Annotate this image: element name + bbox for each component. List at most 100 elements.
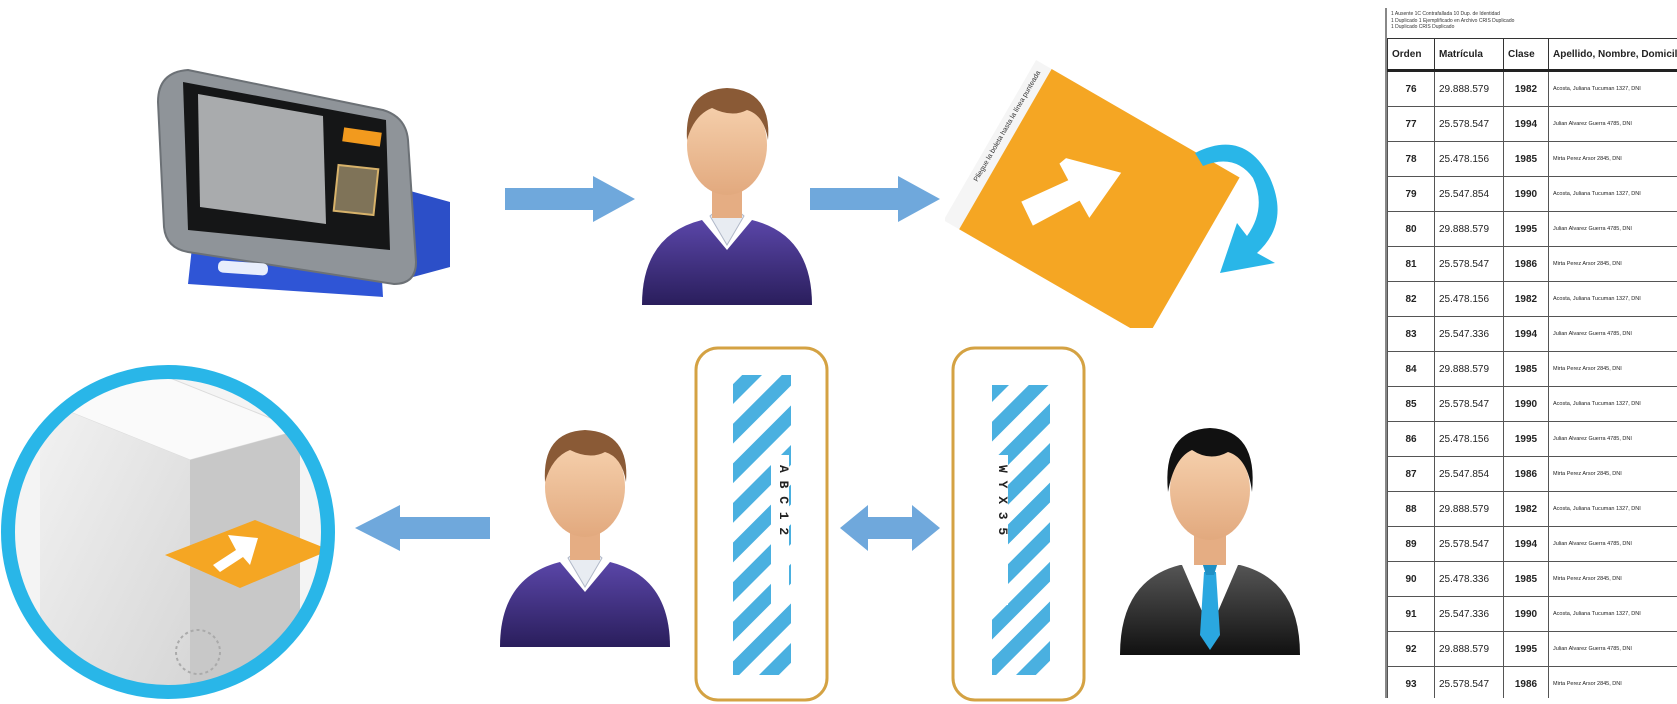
cell-matricula: 25.478.156 (1434, 281, 1504, 317)
cell-clase: 1982 (1503, 281, 1549, 317)
cell-matricula: 25.547.854 (1434, 456, 1504, 492)
cell-nombre: Mirta Perez Arsor 2845, DNI (1548, 141, 1677, 177)
cell-matricula: 25.578.547 (1434, 526, 1504, 562)
cell-nombre: Mirta Perez Arsor 2845, DNI (1548, 666, 1677, 698)
cell-matricula: 25.578.547 (1434, 106, 1504, 142)
cell-matricula: 29.888.579 (1434, 70, 1504, 107)
cell-orden: 91 (1387, 596, 1435, 632)
register-table: Orden Matrícula Clase Apellido, Nombre, … (1387, 38, 1677, 698)
cell-nombre: Mirta Perez Arsor 2845, DNI (1548, 561, 1677, 597)
ballot-stub: A B C 1 2 (693, 345, 830, 703)
cell-clase: 1986 (1503, 246, 1549, 282)
cell-clase: 1985 (1503, 351, 1549, 387)
cell-nombre: Julian Alvarez Guerra 4785, DNI (1548, 106, 1677, 142)
voting-machine (128, 62, 450, 302)
cell-orden: 88 (1387, 491, 1435, 527)
poll-official-figure (1110, 400, 1310, 660)
legend-line: 1 Duplicado 1 Ejemplificado en Archivo C… (1391, 18, 1515, 24)
voter-figure (632, 60, 822, 310)
cell-orden: 86 (1387, 421, 1435, 457)
cell-orden: 81 (1387, 246, 1435, 282)
cell-nombre: Mirta Perez Arsor 2845, DNI (1548, 351, 1677, 387)
arrow-bidirectional-icon (840, 505, 940, 551)
cell-orden: 76 (1387, 70, 1435, 107)
cell-nombre: Julian Alvarez Guerra 4785, DNI (1548, 421, 1677, 457)
cell-matricula: 29.888.579 (1434, 211, 1504, 247)
cell-matricula: 29.888.579 (1434, 351, 1504, 387)
column-header: Matrícula (1434, 38, 1504, 72)
cell-orden: 77 (1387, 106, 1435, 142)
cell-clase: 1994 (1503, 526, 1549, 562)
cell-clase: 1986 (1503, 456, 1549, 492)
cell-matricula: 25.478.156 (1434, 141, 1504, 177)
voter-figure (490, 402, 680, 652)
cell-clase: 1982 (1503, 491, 1549, 527)
cell-nombre: Mirta Perez Arsor 2845, DNI (1548, 456, 1677, 492)
cell-matricula: 25.478.156 (1434, 421, 1504, 457)
ballot: Pliegue la boleta hasta la línea puntead… (945, 58, 1315, 328)
legend-line: 1 Ausente 1C Contrafallada 10 Dup. de Id… (1391, 11, 1500, 17)
legend-line: 1 Duplicado CRIS Duplicado (1391, 24, 1455, 30)
cell-matricula: 25.578.547 (1434, 666, 1504, 698)
cell-orden: 82 (1387, 281, 1435, 317)
column-header: Clase (1503, 38, 1549, 72)
cell-clase: 1994 (1503, 106, 1549, 142)
arrow-right-icon (505, 176, 635, 222)
cell-nombre: Julian Alvarez Guerra 4785, DNI (1548, 526, 1677, 562)
cell-nombre: Acosta, Juliana Tucuman 1327, DNI (1548, 596, 1677, 632)
stub-code: A B C 1 2 (776, 465, 791, 535)
cell-clase: 1990 (1503, 596, 1549, 632)
table-header-row: Orden Matrícula Clase Apellido, Nombre, … (1387, 38, 1677, 72)
cell-matricula: 25.578.547 (1434, 246, 1504, 282)
cell-matricula: 29.888.579 (1434, 491, 1504, 527)
column-header: Apellido, Nombre, Domicilio (1548, 38, 1677, 72)
cell-nombre: Julian Alvarez Guerra 4785, DNI (1548, 316, 1677, 352)
cell-clase: 1990 (1503, 176, 1549, 212)
cell-nombre: Acosta, Juliana Tucuman 1327, DNI (1548, 491, 1677, 527)
cell-clase: 1982 (1503, 70, 1549, 107)
cell-nombre: Acosta, Juliana Tucuman 1327, DNI (1548, 281, 1677, 317)
stub-code: W Y X 3 5 (995, 465, 1010, 535)
arrow-right-icon (810, 176, 940, 222)
register-legend: 1 Ausente 1C Contrafallada 10 Dup. de Id… (1387, 8, 1677, 38)
arrow-left-icon (355, 505, 490, 551)
cell-clase: 1990 (1503, 386, 1549, 422)
cell-orden: 79 (1387, 176, 1435, 212)
cell-matricula: 29.888.579 (1434, 631, 1504, 667)
cell-clase: 1995 (1503, 211, 1549, 247)
cell-matricula: 25.578.547 (1434, 386, 1504, 422)
cell-clase: 1995 (1503, 631, 1549, 667)
cell-orden: 80 (1387, 211, 1435, 247)
cell-clase: 1985 (1503, 561, 1549, 597)
cell-nombre: Acosta, Juliana Tucuman 1327, DNI (1548, 70, 1677, 107)
ballot-stub: W Y X 3 5 (950, 345, 1087, 703)
cell-orden: 87 (1387, 456, 1435, 492)
voter-register-sheet: 1 Ausente 1C Contrafallada 10 Dup. de Id… (1385, 8, 1677, 698)
ballot-box-insert-illustration (0, 360, 340, 704)
cell-nombre: Julian Alvarez Guerra 4785, DNI (1548, 631, 1677, 667)
cell-orden: 84 (1387, 351, 1435, 387)
column-header: Orden (1387, 38, 1435, 72)
cell-clase: 1986 (1503, 666, 1549, 698)
cell-orden: 85 (1387, 386, 1435, 422)
cell-clase: 1985 (1503, 141, 1549, 177)
cell-matricula: 25.547.854 (1434, 176, 1504, 212)
cell-orden: 92 (1387, 631, 1435, 667)
cell-nombre: Acosta, Juliana Tucuman 1327, DNI (1548, 176, 1677, 212)
